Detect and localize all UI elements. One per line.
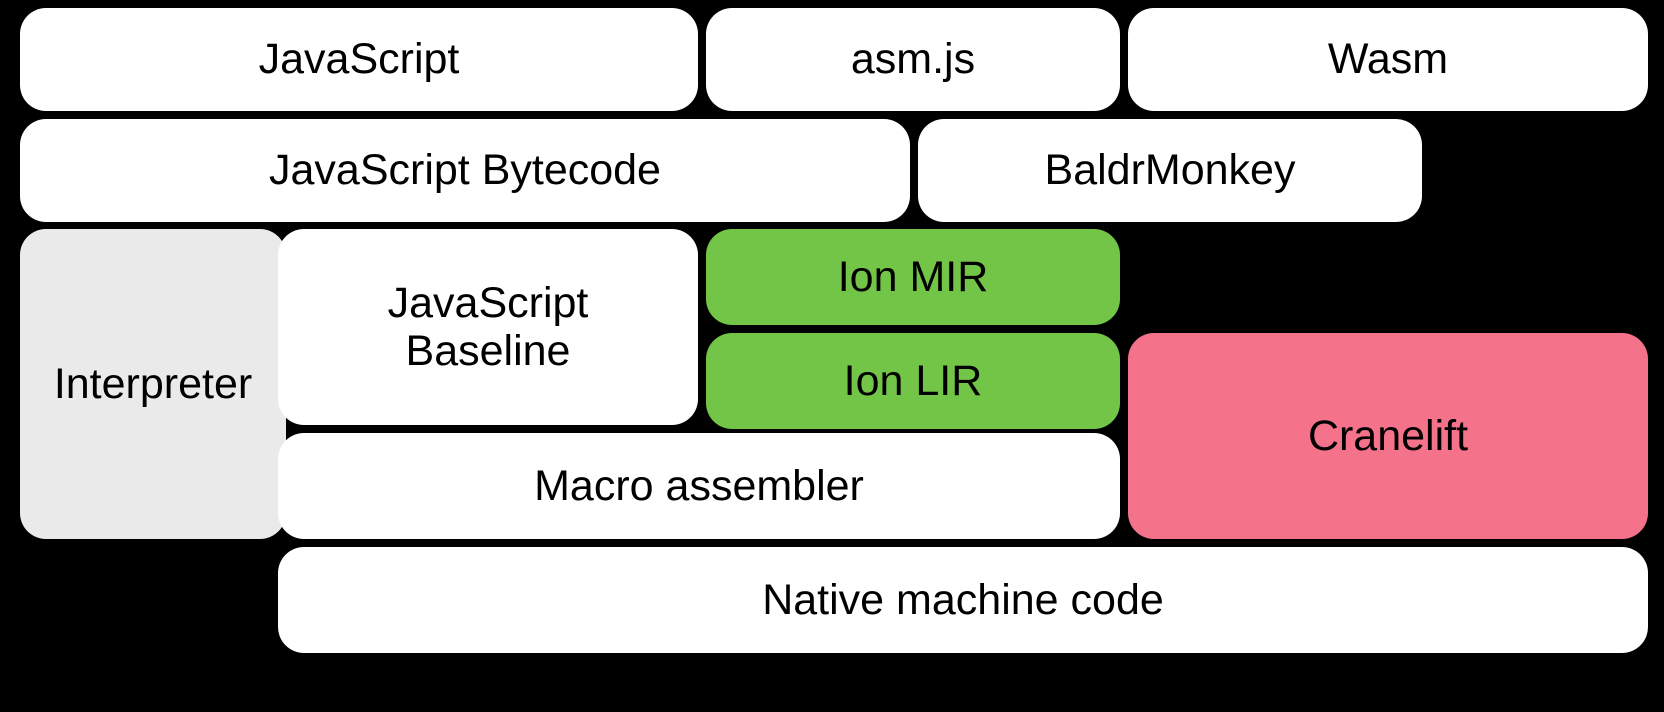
node-javascript-bytecode-label: JavaScript Bytecode bbox=[269, 146, 661, 195]
node-ion-mir[interactable]: Ion MIR bbox=[706, 229, 1120, 325]
node-javascript-baseline[interactable]: JavaScript Baseline bbox=[278, 229, 698, 425]
node-asmjs-label: asm.js bbox=[850, 35, 976, 84]
node-native-machine-code-label: Native machine code bbox=[762, 575, 1164, 624]
node-baldrmonkey-label: BaldrMonkey bbox=[1044, 146, 1296, 195]
node-interpreter[interactable]: Interpreter bbox=[20, 229, 286, 539]
node-cranelift-label: Cranelift bbox=[1307, 411, 1469, 460]
node-javascript-bytecode[interactable]: JavaScript Bytecode bbox=[20, 119, 910, 222]
node-ion-lir[interactable]: Ion LIR bbox=[706, 333, 1120, 429]
node-javascript-label: JavaScript bbox=[258, 35, 460, 84]
node-javascript[interactable]: JavaScript bbox=[20, 8, 698, 111]
node-baldrmonkey[interactable]: BaldrMonkey bbox=[918, 119, 1422, 222]
node-macro-assembler-label: Macro assembler bbox=[534, 461, 864, 510]
node-native-machine-code[interactable]: Native machine code bbox=[278, 547, 1648, 653]
node-cranelift[interactable]: Cranelift bbox=[1128, 333, 1648, 539]
node-ion-lir-label: Ion LIR bbox=[843, 356, 983, 405]
node-interpreter-label: Interpreter bbox=[53, 359, 253, 408]
node-wasm-label: Wasm bbox=[1327, 35, 1449, 84]
node-ion-mir-label: Ion MIR bbox=[837, 252, 989, 301]
node-wasm[interactable]: Wasm bbox=[1128, 8, 1648, 111]
node-macro-assembler[interactable]: Macro assembler bbox=[278, 433, 1120, 539]
node-javascript-baseline-label: JavaScript Baseline bbox=[387, 278, 589, 375]
node-asmjs[interactable]: asm.js bbox=[706, 8, 1120, 111]
